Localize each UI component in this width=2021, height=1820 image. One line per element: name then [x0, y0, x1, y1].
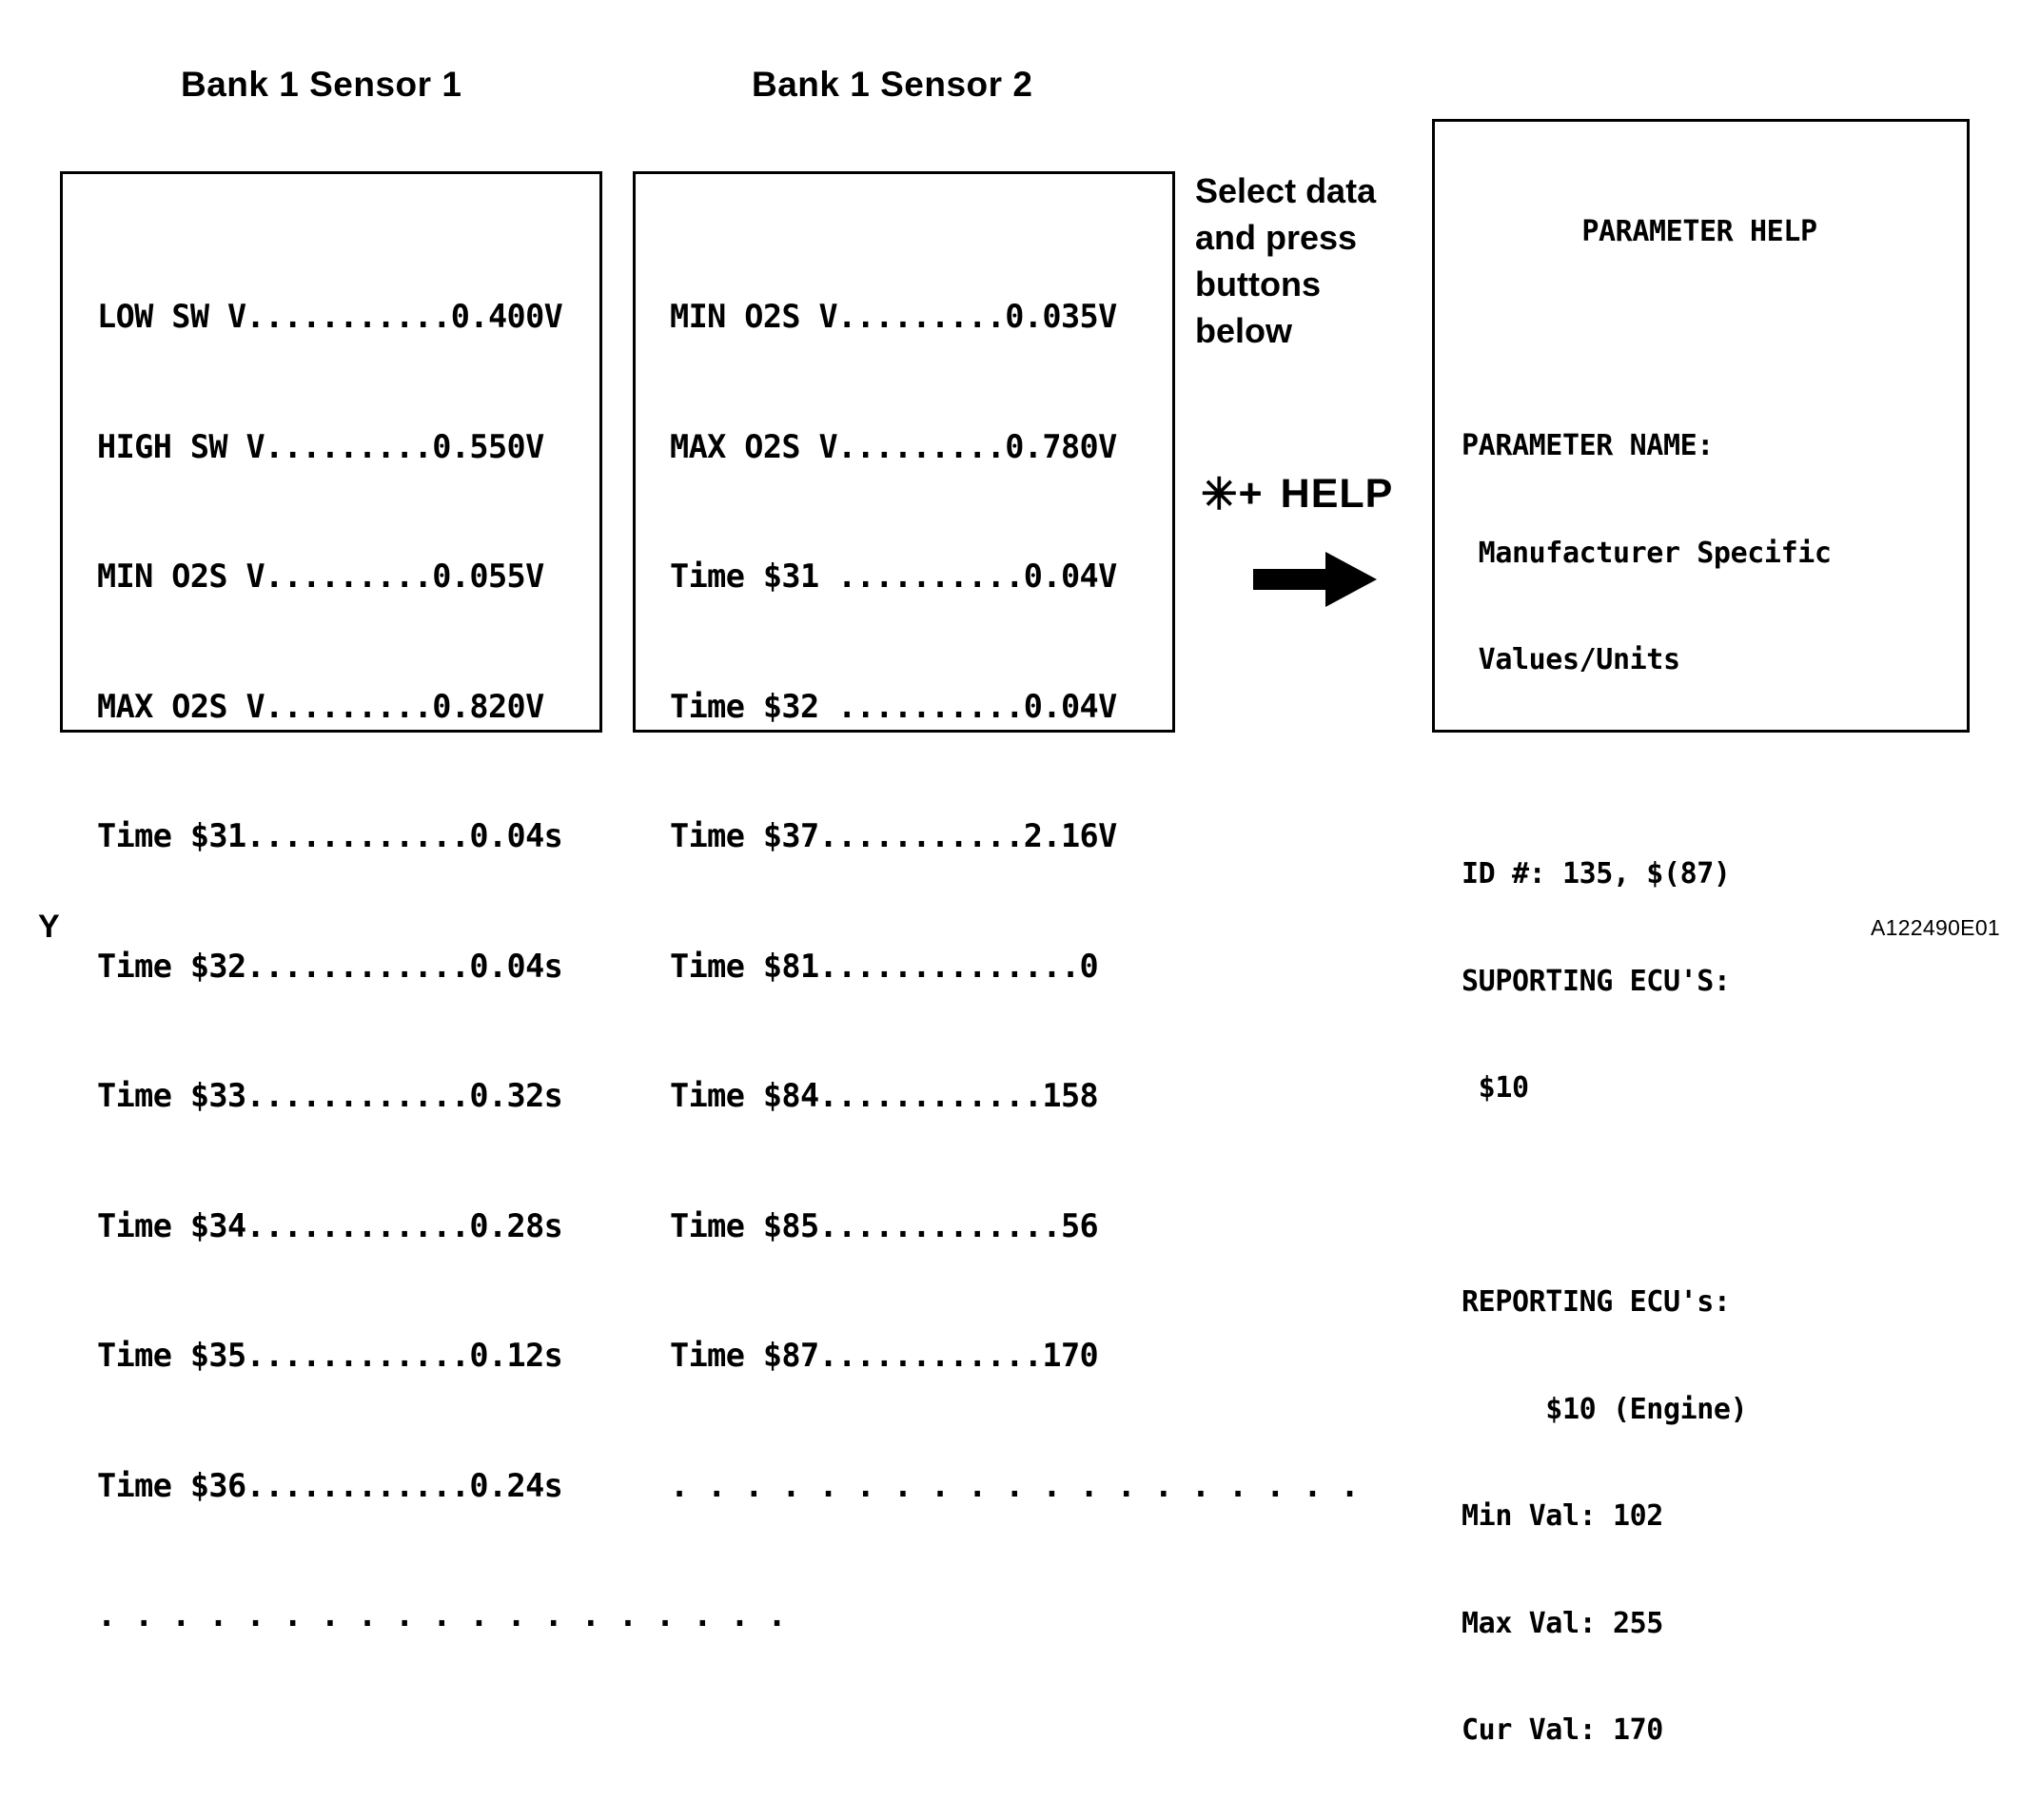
reporting-ecus-value: $10 (Engine) — [1462, 1392, 1748, 1426]
lcd-line: Time $32............0.04s — [97, 947, 563, 985]
min-val-line: Min Val: 102 — [1462, 1499, 1663, 1533]
instruction-line: Select data — [1195, 171, 1377, 210]
max-val-line: Max Val: 255 — [1462, 1606, 1663, 1640]
help-key-combo: ✳+ HELP — [1201, 468, 1393, 519]
instruction-text: Select data and press buttons below — [1195, 167, 1414, 354]
lcd-line: HIGH SW V.........0.550V — [97, 427, 544, 465]
heading-bank1-sensor1: Bank 1 Sensor 1 — [181, 65, 462, 104]
asterisk-key-icon: ✳ — [1201, 469, 1239, 519]
help-key-label: HELP — [1280, 471, 1394, 517]
figure-code: A122490E01 — [1870, 915, 2000, 940]
lcd-scroll-indicator: . . . . . . . . . . . . . . . . . . . — [97, 1596, 787, 1634]
lcd-line-spacer — [1462, 322, 1937, 358]
cur-val-line: Cur Val: 170 — [1462, 1713, 1663, 1747]
lcd-line: MIN O2S V.........0.055V — [97, 558, 544, 595]
lcd-line: Time $32 ..........0.04V — [670, 687, 1117, 725]
sheet-marker: Y — [38, 909, 60, 945]
lcd-line-spacer — [1462, 750, 1937, 786]
lcd-line: Time $37...........2.16V — [670, 817, 1117, 854]
lcd-line: Time $31 ..........0.04V — [670, 558, 1117, 595]
lcd-line: Time $84............158 — [670, 1077, 1099, 1114]
lcd-line-spacer — [1462, 1178, 1937, 1214]
plus-sign-icon: + — [1238, 471, 1264, 517]
instruction-line: below — [1195, 311, 1293, 350]
lcd-text-block-sensor2: MIN O2S V.........0.035V MAX O2S V......… — [670, 208, 1360, 1594]
parameter-id-line: ID #: 135, $(87) — [1462, 857, 1731, 890]
lcd-line: LOW SW V...........0.400V — [97, 298, 563, 335]
lcd-line: Time $81..............0 — [670, 947, 1099, 985]
parameter-name-value-1: Manufacturer Specific — [1462, 536, 1832, 570]
supporting-ecus-value: $10 — [1462, 1071, 1529, 1105]
lcd-line: Time $85.............56 — [670, 1206, 1099, 1244]
lcd-scroll-indicator: . . . . . . . . . . . . . . . . . . . — [670, 1466, 1360, 1504]
lcd-screen-parameter-help: PARAMETER HELP PARAMETER NAME: Manufactu… — [1432, 119, 1970, 1747]
lcd-screen-bank1-sensor2: MIN O2S V.........0.035V MAX O2S V......… — [633, 171, 1360, 1504]
supporting-ecus-label: SUPORTING ECU'S: — [1462, 964, 1731, 998]
heading-bank1-sensor2: Bank 1 Sensor 2 — [752, 65, 1033, 104]
instruction-line: and press — [1195, 218, 1358, 257]
lcd-text-block-parameter-help: PARAMETER HELP PARAMETER NAME: Manufactu… — [1462, 143, 1937, 1820]
parameter-name-value-2: Values/Units — [1462, 643, 1680, 676]
lcd-line: MIN O2S V.........0.035V — [670, 298, 1117, 335]
parameter-help-title: PARAMETER HELP — [1581, 215, 1817, 248]
lcd-screen-bank1-sensor1: LOW SW V...........0.400V HIGH SW V.....… — [60, 171, 787, 1634]
lcd-line: Time $31............0.04s — [97, 817, 563, 854]
lcd-line: Time $87............170 — [670, 1337, 1099, 1374]
lcd-line: MAX O2S V.........0.820V — [97, 687, 544, 725]
reporting-ecus-label: REPORTING ECU's: — [1462, 1285, 1731, 1319]
right-arrow-icon — [1253, 552, 1377, 607]
lcd-line: MAX O2S V.........0.780V — [670, 427, 1117, 465]
parameter-name-label: PARAMETER NAME: — [1462, 429, 1714, 462]
instruction-line: buttons — [1195, 264, 1321, 303]
